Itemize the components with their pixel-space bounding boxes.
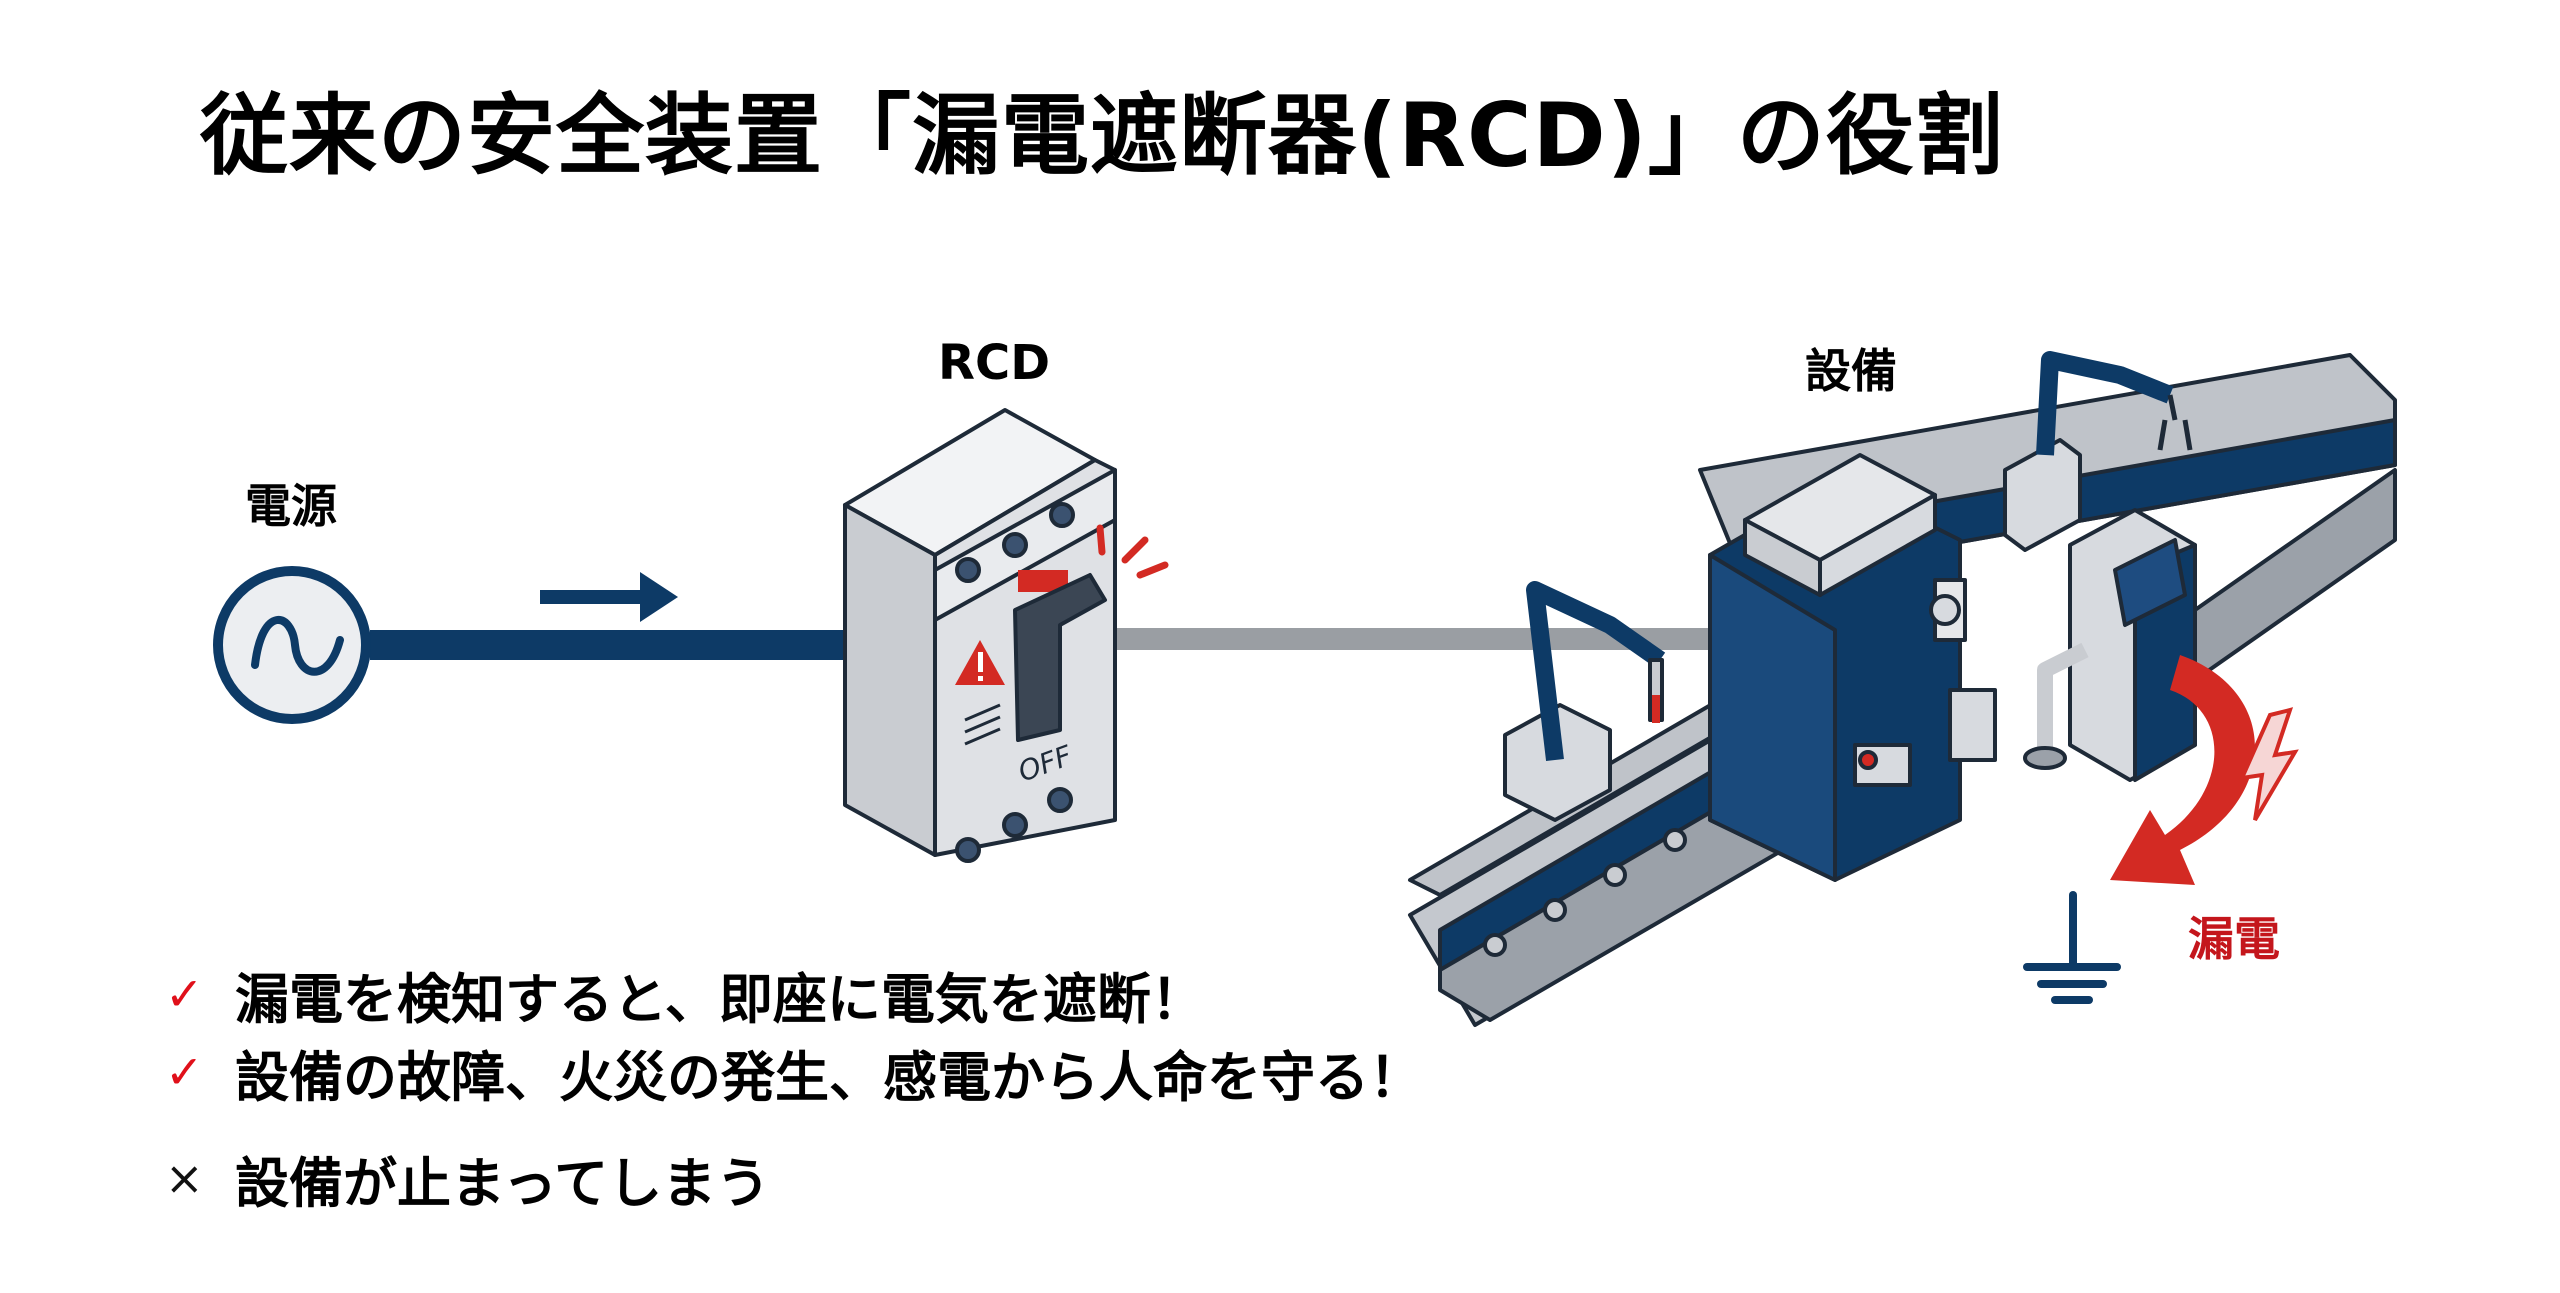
toggle-switch: [1013, 573, 1107, 742]
list-item-text: 漏電を検知すると、即座に電気を遮断！: [235, 967, 1205, 1031]
leakage-label: 漏電: [2188, 912, 2280, 966]
equipment-line: [1408, 351, 2397, 1027]
lightning-icon: [2238, 707, 2299, 822]
rcd-label: RCD: [938, 335, 1051, 391]
equipment-label: 設備: [1805, 344, 1897, 398]
leakage-arrow-icon: [2110, 655, 2255, 885]
list-item-text: 設備が止まってしまう: [235, 1151, 771, 1215]
ac-source-icon: [213, 566, 371, 724]
live-wire: [370, 630, 850, 660]
rcd-device: [843, 408, 1169, 863]
trip-indicator: [1018, 570, 1068, 592]
feature-list: ✓ 漏電を検知すると、即座に電気を遮断！ ✓ 設備の故障、火災の発生、感電から人…: [165, 955, 1423, 1217]
alert-spark-icon: [1096, 524, 1169, 579]
check-icon: ✓: [165, 1045, 204, 1099]
current-flow-arrow-icon: [540, 572, 678, 622]
power-source-label: 電源: [245, 479, 337, 533]
list-item: × 設備が止まってしまう: [165, 1139, 1423, 1217]
cross-icon: ×: [165, 1151, 204, 1205]
page-title: 従来の安全装置「漏電遮断器(RCD)」の役割: [200, 84, 2004, 187]
warning-icon: [955, 640, 1005, 685]
list-item: ✓ 設備の故障、火災の発生、感電から人命を守る！: [165, 1033, 1423, 1111]
check-icon: ✓: [165, 967, 204, 1021]
list-item-text: 設備の故障、火災の発生、感電から人命を守る！: [235, 1045, 1423, 1109]
disconnected-wire: [1115, 628, 1735, 650]
list-item: ✓ 漏電を検知すると、即座に電気を遮断！: [165, 955, 1423, 1033]
ground-icon: [2023, 891, 2121, 1004]
